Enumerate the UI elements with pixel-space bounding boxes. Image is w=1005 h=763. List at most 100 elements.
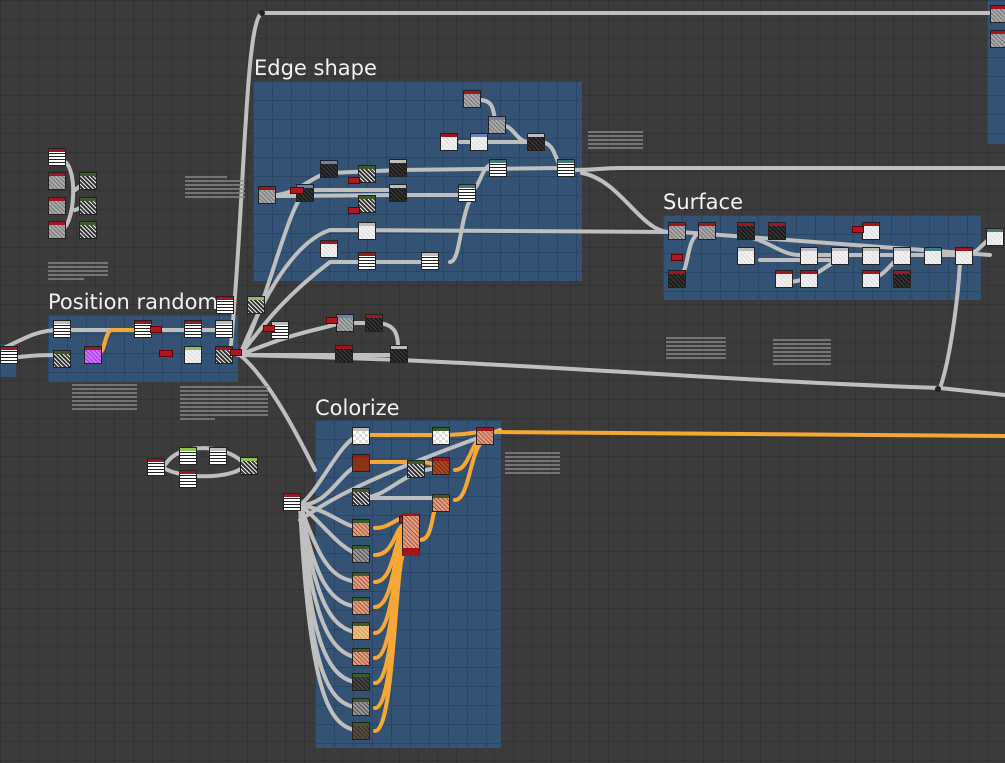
graph-node[interactable] <box>358 195 376 213</box>
graph-node[interactable] <box>240 457 258 475</box>
graph-node[interactable] <box>862 247 880 265</box>
graph-node[interactable] <box>488 116 506 134</box>
graph-node[interactable] <box>48 197 66 215</box>
graph-node[interactable] <box>53 350 71 368</box>
graph-node[interactable] <box>893 270 911 288</box>
graph-node[interactable] <box>986 228 1004 246</box>
parameter-pin[interactable] <box>348 177 360 184</box>
graph-node[interactable] <box>258 186 276 204</box>
graph-node[interactable] <box>216 296 234 314</box>
graph-node[interactable] <box>84 346 102 364</box>
graph-node[interactable] <box>463 90 481 108</box>
graph-node[interactable] <box>557 159 575 177</box>
parameter-pin[interactable] <box>290 187 304 194</box>
graph-node[interactable] <box>470 133 488 151</box>
graph-node[interactable] <box>48 172 66 190</box>
graph-node[interactable] <box>320 240 338 258</box>
graph-node[interactable] <box>79 197 97 215</box>
graph-node[interactable] <box>737 222 755 240</box>
graph-node[interactable] <box>320 160 338 178</box>
parameter-pin[interactable] <box>230 349 242 356</box>
graph-node[interactable] <box>184 346 202 364</box>
graph-node[interactable] <box>215 346 233 364</box>
parameter-pin[interactable] <box>263 325 275 332</box>
graph-node[interactable] <box>179 447 197 465</box>
graph-node[interactable] <box>698 222 716 240</box>
node-thumbnail <box>863 274 879 287</box>
graph-node[interactable] <box>421 252 439 270</box>
graph-node[interactable] <box>352 572 370 590</box>
graph-node[interactable] <box>458 184 476 202</box>
graph-node[interactable] <box>768 222 786 240</box>
graph-node[interactable] <box>775 270 793 288</box>
graph-node[interactable] <box>0 346 18 364</box>
graph-node[interactable] <box>358 252 376 270</box>
graph-node[interactable] <box>53 320 71 338</box>
node-thumbnail <box>241 461 257 474</box>
graph-node[interactable] <box>215 320 233 338</box>
graph-node[interactable] <box>527 133 545 151</box>
graph-node[interactable] <box>389 159 407 177</box>
graph-node[interactable] <box>247 296 265 314</box>
graph-node[interactable] <box>352 648 370 666</box>
graph-node[interactable] <box>668 222 686 240</box>
graph-node[interactable] <box>800 270 818 288</box>
parameter-pin[interactable] <box>348 207 360 214</box>
graph-node[interactable] <box>831 247 849 265</box>
graph-node[interactable] <box>48 148 66 166</box>
graph-node[interactable] <box>407 460 425 478</box>
graph-node[interactable] <box>476 427 494 445</box>
graph-node[interactable] <box>893 247 911 265</box>
parameter-pin[interactable] <box>852 226 864 233</box>
node-header <box>80 173 96 176</box>
comment-block <box>180 386 268 422</box>
graph-node[interactable] <box>335 345 353 363</box>
graph-node[interactable] <box>990 30 1005 48</box>
graph-node[interactable] <box>358 222 376 240</box>
graph-node[interactable] <box>352 698 370 716</box>
graph-node[interactable] <box>432 457 450 475</box>
wire <box>938 260 962 390</box>
graph-node[interactable] <box>352 488 370 506</box>
graph-node[interactable] <box>352 673 370 691</box>
graph-node[interactable] <box>352 722 370 740</box>
graph-node[interactable] <box>390 345 408 363</box>
graph-node[interactable] <box>336 314 354 332</box>
graph-node[interactable] <box>990 5 1005 23</box>
graph-node[interactable] <box>179 470 197 488</box>
graph-node[interactable] <box>352 519 370 537</box>
parameter-pin[interactable] <box>150 326 162 333</box>
node-header <box>489 117 505 120</box>
parameter-pin[interactable] <box>159 350 173 357</box>
graph-node[interactable] <box>489 159 507 177</box>
parameter-pin[interactable] <box>326 317 338 324</box>
graph-node[interactable] <box>800 247 818 265</box>
graph-node[interactable] <box>352 622 370 640</box>
graph-node[interactable] <box>955 247 973 265</box>
parameter-pin[interactable] <box>671 254 683 261</box>
graph-node[interactable] <box>432 494 450 512</box>
graph-node[interactable] <box>209 447 227 465</box>
graph-node[interactable] <box>358 165 376 183</box>
graph-node[interactable] <box>352 545 370 563</box>
graph-node[interactable] <box>737 247 755 265</box>
graph-node[interactable] <box>924 247 942 265</box>
graph-node[interactable] <box>48 221 66 239</box>
graph-node[interactable] <box>862 222 880 240</box>
graph-node[interactable] <box>668 270 686 288</box>
graph-node[interactable] <box>352 454 370 472</box>
node-header <box>353 573 369 576</box>
graph-node[interactable] <box>389 184 407 202</box>
gradient-node[interactable] <box>402 513 420 556</box>
graph-node[interactable] <box>352 427 370 445</box>
graph-node[interactable] <box>352 597 370 615</box>
graph-node[interactable] <box>862 270 880 288</box>
graph-node[interactable] <box>184 320 202 338</box>
graph-node[interactable] <box>432 427 450 445</box>
graph-node[interactable] <box>79 221 97 239</box>
graph-node[interactable] <box>440 133 458 151</box>
graph-node[interactable] <box>147 458 165 476</box>
graph-node[interactable] <box>79 172 97 190</box>
graph-node[interactable] <box>283 493 301 511</box>
graph-node[interactable] <box>365 314 383 332</box>
